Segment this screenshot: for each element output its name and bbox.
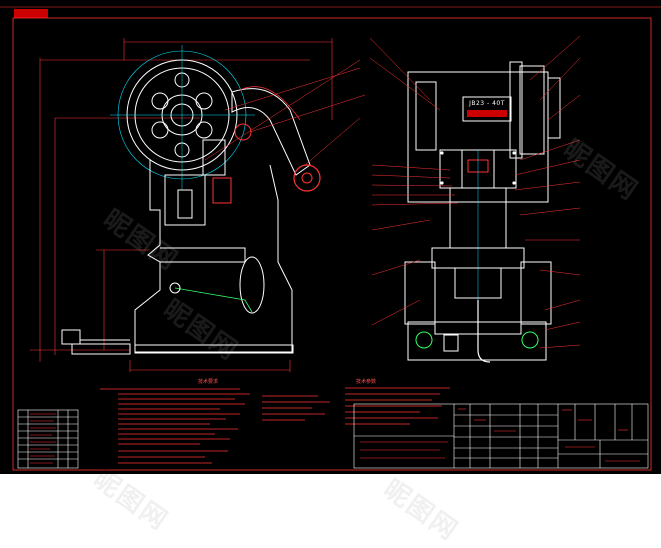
drawing-title-tag	[14, 9, 48, 18]
press-model-label: JB23 - 40T	[469, 100, 505, 107]
front-base	[407, 321, 547, 361]
side-view-leaders	[204, 59, 366, 166]
requirements-heading: 技术要求	[198, 379, 219, 385]
brake-disc	[234, 123, 252, 141]
foot-pedal	[61, 329, 81, 345]
right-column	[520, 261, 552, 325]
flywheel-edge	[519, 65, 545, 155]
cad-drawing-svg	[0, 6, 661, 471]
drawing-frame	[12, 17, 652, 471]
technical-requirements-block	[100, 388, 330, 464]
treadle-link-slot	[239, 256, 265, 314]
front-view	[369, 35, 581, 363]
model-nameplate	[462, 96, 512, 122]
clutch-block	[202, 139, 226, 176]
motor-pulley	[293, 164, 321, 192]
front-view-leaders	[369, 35, 581, 349]
title-block	[353, 403, 649, 469]
ram-slide	[164, 174, 206, 226]
left-column	[404, 261, 436, 325]
press-frame-body	[134, 160, 293, 353]
parts-list-table	[17, 409, 79, 469]
watermark-text: 昵图网	[377, 474, 464, 547]
side-view	[30, 38, 366, 372]
belt-guard	[231, 88, 311, 176]
technical-parameters-block	[345, 387, 450, 425]
cad-drawing-canvas: JB23 - 40T 技术要求 技术参数	[0, 0, 661, 474]
notes-heading: 技术参数	[356, 379, 377, 385]
